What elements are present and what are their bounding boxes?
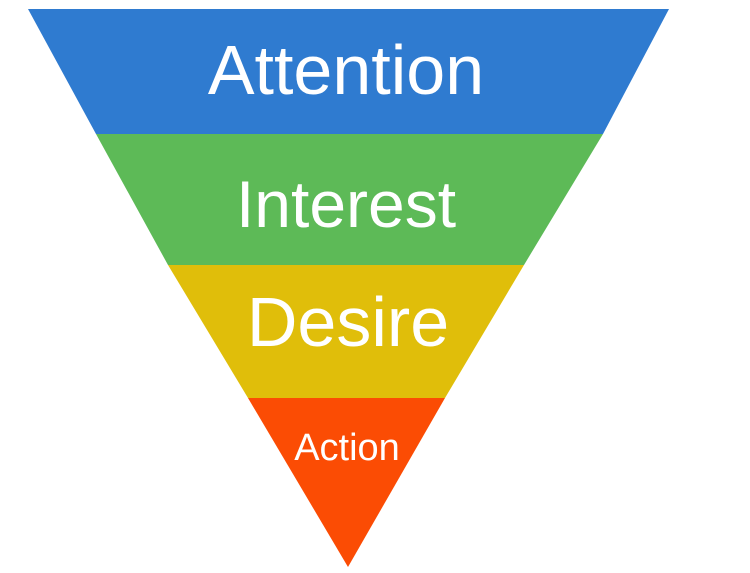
funnel-level-attention [28, 9, 669, 134]
funnel-level-action [248, 398, 445, 567]
funnel-label-action: Action [294, 427, 400, 469]
funnel-level-interest [96, 134, 603, 265]
funnel-level-desire [168, 265, 524, 398]
funnel-label-interest: Interest [236, 167, 456, 241]
funnel-label-desire: Desire [247, 283, 449, 361]
funnel-label-attention: Attention [208, 31, 484, 109]
